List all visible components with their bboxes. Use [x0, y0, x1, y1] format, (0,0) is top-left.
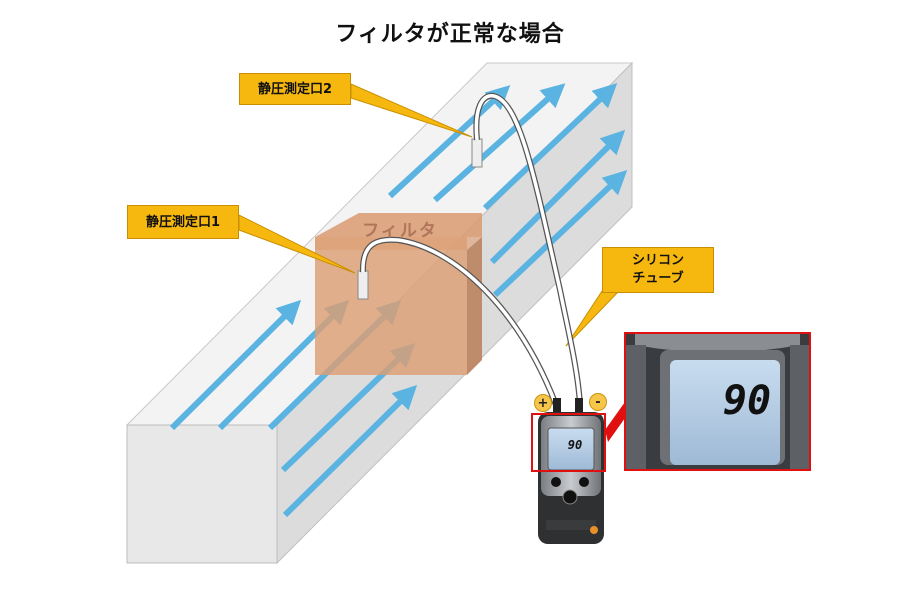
static-port-1-label: 静圧測定口1	[127, 205, 239, 239]
minus-port-label: -	[589, 393, 607, 411]
filter-block	[315, 213, 482, 375]
filter-label: フィルタ	[362, 221, 438, 241]
mode-button	[579, 477, 589, 487]
manometer	[538, 398, 604, 544]
callout-pointer-2	[350, 83, 473, 138]
callout-pointer-3	[565, 284, 621, 347]
device-reading-zoom: 90	[722, 378, 772, 424]
flow-arrow	[282, 384, 418, 518]
airflow-arrows	[169, 83, 628, 518]
page-title: フィルタが正常な場合	[335, 22, 565, 47]
static-probe-2	[471, 138, 483, 168]
flow-arrow	[169, 299, 302, 431]
display-highlight-small	[531, 413, 606, 472]
duct-front-face	[126, 424, 278, 564]
flow-arrow	[432, 83, 566, 203]
zoom-connector	[605, 402, 625, 442]
flow-arrow	[482, 83, 618, 211]
silicone-tube-label-line1: シリコン	[631, 253, 684, 268]
display-zoom-inset	[625, 333, 810, 470]
silicone-tube-label: シリコン チューブ	[602, 247, 714, 293]
flow-arrow	[492, 170, 628, 298]
silicone-tubes	[359, 92, 583, 407]
static-probe-1	[357, 270, 369, 300]
flow-arrow	[489, 129, 626, 265]
flow-arrow	[387, 85, 511, 199]
up-button	[551, 477, 561, 487]
callout-pointer-1	[238, 214, 356, 274]
plus-port-label: +	[534, 394, 552, 412]
silicone-tube-label-line2: チューブ	[632, 271, 684, 286]
power-button	[562, 489, 578, 505]
device-reading-small: 90	[567, 438, 583, 452]
static-port-2-label: 静圧測定口2	[239, 73, 351, 105]
display-highlight-large	[624, 332, 811, 471]
